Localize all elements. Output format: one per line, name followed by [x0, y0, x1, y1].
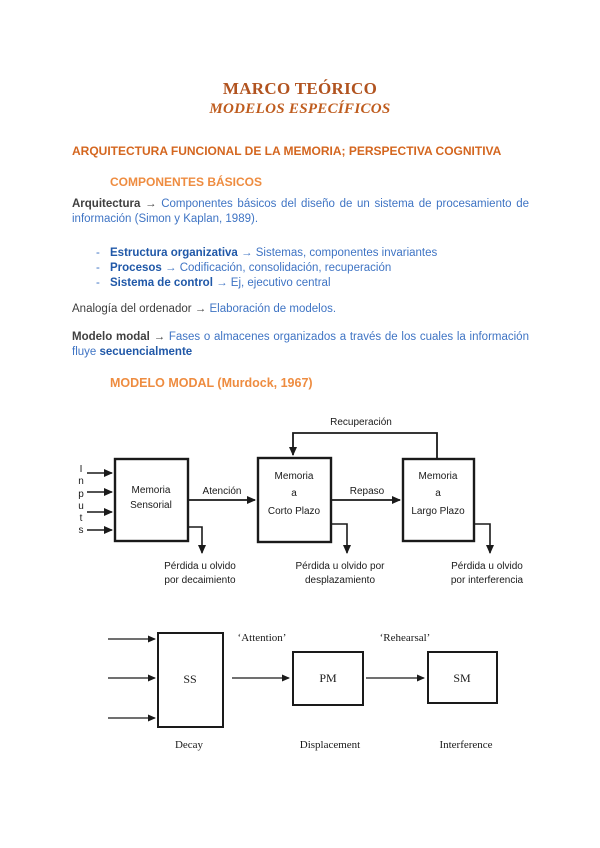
loss-label-corto: Pérdida u olvido por: [296, 561, 386, 572]
loss-arrow-largo: [475, 523, 494, 554]
term-estructura: Estructura organizativa: [110, 247, 238, 259]
label-sm: SM: [453, 671, 471, 685]
repaso-label: Repaso: [350, 486, 385, 497]
label-memoria-corto: Memoria: [275, 471, 314, 482]
page-title: MARCO TEÓRICO: [222, 79, 378, 98]
term-analogia: Analogía del ordenador: [72, 303, 192, 315]
term-modelo-modal: Modelo modal: [72, 331, 150, 343]
paragraph-analogia: Analogía del ordenador → Elaboración de …: [72, 302, 529, 317]
svg-text:u: u: [78, 501, 84, 512]
box-memoria-sensorial: [113, 457, 190, 543]
model-heading: MODELO MODAL (Murdock, 1967): [110, 376, 313, 390]
attention-label: ‘Attention’: [238, 632, 287, 644]
paragraph-modelo-modal: Modelo modal → Fases o almacenes organiz…: [72, 330, 529, 360]
arrow-glyph: →: [216, 277, 228, 289]
label-memoria-sensorial: Sensorial: [130, 500, 172, 511]
recuperacion-label: Recuperación: [330, 417, 392, 428]
input-arrows: [87, 469, 113, 534]
bullet-list: -Estructura organizativa → Sistemas, com…: [96, 246, 529, 291]
svg-text:t: t: [80, 513, 83, 524]
term-sistema-control: Sistema de control: [110, 277, 213, 289]
label-memoria-largo: Largo Plazo: [411, 506, 465, 517]
desc-sistema-control: Ej, ejecutivo central: [230, 277, 331, 289]
loss-arrow-sensorial: [189, 526, 206, 554]
arrow-glyph: →: [145, 198, 157, 210]
list-item: -Estructura organizativa → Sistemas, com…: [96, 246, 529, 261]
page-subtitle: MODELOS ESPECÍFICOS: [209, 101, 391, 117]
list-item: -Sistema de control → Ej, ejecutivo cent…: [96, 276, 529, 291]
loss-label-largo: por interferencia: [451, 575, 524, 586]
label-memoria-largo: Memoria: [419, 471, 458, 482]
label-ss: SS: [183, 672, 196, 686]
term-procesos: Procesos: [110, 262, 162, 274]
box-ss: [157, 632, 224, 728]
paragraph-arquitectura: Arquitectura → Componentes básicos del d…: [72, 197, 529, 227]
recuperacion-arrow: [289, 432, 438, 458]
list-item: -Procesos → Codificación, consolidación,…: [96, 261, 529, 276]
desc-estructura: Sistemas, componentes invariantes: [255, 247, 438, 259]
label-pm: PM: [319, 671, 337, 685]
modal-model-diagram: Memoria Sensorial Memoria a Corto Plazo …: [78, 417, 524, 586]
loss-label-sensorial: por decaimiento: [164, 575, 236, 586]
definition-arquitectura: Componentes básicos del diseño de un sis…: [72, 198, 530, 225]
caption-decay: Decay: [175, 739, 204, 751]
section-heading: ARQUITECTURA FUNCIONAL DE LA MEMORIA; PE…: [72, 144, 502, 158]
svg-text:n: n: [78, 476, 84, 487]
list-marker: -: [96, 247, 100, 259]
atencion-label: Atención: [203, 486, 242, 497]
rehearsal-label: ‘Rehearsal’: [380, 632, 431, 644]
svg-text:s: s: [79, 525, 84, 536]
loss-label-corto: desplazamiento: [305, 575, 375, 586]
desc-procesos: Codificación, consolidación, recuperació…: [179, 262, 392, 274]
box-pm: [292, 651, 364, 706]
subsection-heading: COMPONENTES BÁSICOS: [110, 175, 263, 189]
box-sm: [427, 651, 498, 704]
definition-modelo-modal: Fases o almacenes organizados a través d…: [72, 331, 529, 358]
label-memoria-corto: a: [291, 488, 297, 499]
inputs-label: I n p u t s: [78, 464, 84, 536]
box-memoria-largo-plazo: [401, 457, 476, 543]
list-marker: -: [96, 262, 100, 274]
label-memoria-corto: Corto Plazo: [268, 506, 321, 517]
caption-displacement: Displacement: [300, 739, 360, 751]
loss-arrow-corto: [332, 523, 351, 554]
svg-text:I: I: [80, 464, 83, 475]
label-memoria-sensorial: Memoria: [132, 485, 171, 496]
definition-modelo-modal-tail: secuencialmente: [99, 346, 193, 358]
arrow-glyph: →: [194, 303, 207, 315]
loss-label-sensorial: Pérdida u olvido: [164, 561, 236, 572]
box-memoria-corto-plazo: [256, 456, 333, 544]
stores-input-arrows: [108, 635, 156, 722]
term-arquitectura: Arquitectura: [72, 198, 141, 210]
svg-text:p: p: [78, 489, 84, 500]
loss-label-largo: Pérdida u olvido: [451, 561, 523, 572]
caption-interference: Interference: [439, 739, 492, 751]
arrow-glyph: →: [153, 331, 166, 343]
stores-diagram: SS PM SM ‘Attention’ ‘Rehearsal’ Decay D…: [108, 632, 498, 751]
label-memoria-largo: a: [435, 488, 441, 499]
list-marker: -: [96, 277, 100, 289]
arrow-glyph: →: [164, 262, 177, 274]
arrow-glyph: →: [241, 247, 253, 259]
definition-analogia: Elaboración de modelos.: [209, 303, 337, 315]
